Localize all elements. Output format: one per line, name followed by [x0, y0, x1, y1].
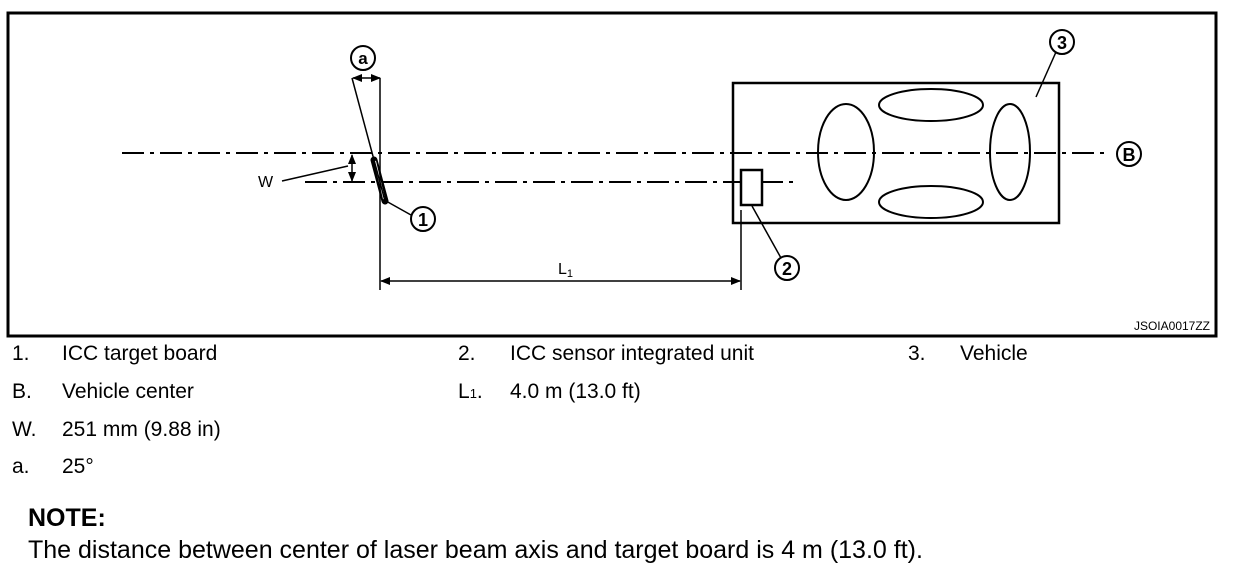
vehicle-outline: [731, 81, 1061, 225]
offset-w-label: W: [258, 174, 274, 191]
board-callout-circle: [410, 206, 436, 232]
center-marker-label: B: [1123, 145, 1136, 165]
legend-itemL-text: 4.0 m (13.0 ft): [510, 380, 641, 403]
legend-item1-text: ICC target board: [62, 342, 218, 365]
vehicle-seat-left: [817, 103, 875, 201]
note-title: NOTE:: [28, 504, 106, 532]
legend-item2-key: 2.: [458, 342, 476, 365]
legend-itema-key: a.: [12, 455, 30, 478]
legend-itemW-text: 251 mm (9.88 in): [62, 418, 221, 441]
legend-item3-text: Vehicle: [960, 342, 1028, 365]
vehicle-wheel-front-bottom: [878, 185, 984, 219]
legend-itemW-key: W.: [12, 418, 37, 441]
vehicle-seat-right: [989, 103, 1031, 201]
distance-l1-label: L1: [558, 261, 573, 280]
figure-id: JSOIA0017ZZ: [1134, 319, 1210, 333]
vehicle-wheel-front-top: [878, 88, 984, 122]
angle-marker-label: a: [358, 49, 368, 68]
legend-itemL-key: L1.: [458, 380, 483, 403]
icc-sensor-unit: [739, 168, 764, 207]
legend-item1-key: 1.: [12, 342, 30, 365]
legend-itemB-text: Vehicle center: [62, 380, 194, 403]
diagram-frame: [6, 11, 1218, 338]
alignment-diagram: a W L1 1 2 3 B JSOIA0017ZZ: [6, 11, 1218, 338]
vehicle-callout-circle: [1049, 29, 1075, 55]
vehicle-callout-label: 3: [1057, 33, 1067, 53]
board-callout-label: 1: [418, 210, 428, 230]
sensor-callout-label: 2: [782, 259, 792, 279]
note-text: The distance between center of laser bea…: [28, 536, 923, 564]
legend-itema-text: 25°: [62, 455, 94, 478]
center-marker-circle: [1116, 141, 1142, 167]
sensor-callout-circle: [774, 255, 800, 281]
legend-item2-text: ICC sensor integrated unit: [510, 342, 754, 365]
legend-itemB-key: B.: [12, 380, 32, 403]
angle-marker-circle: [350, 45, 376, 71]
legend-item3-key: 3.: [908, 342, 926, 365]
